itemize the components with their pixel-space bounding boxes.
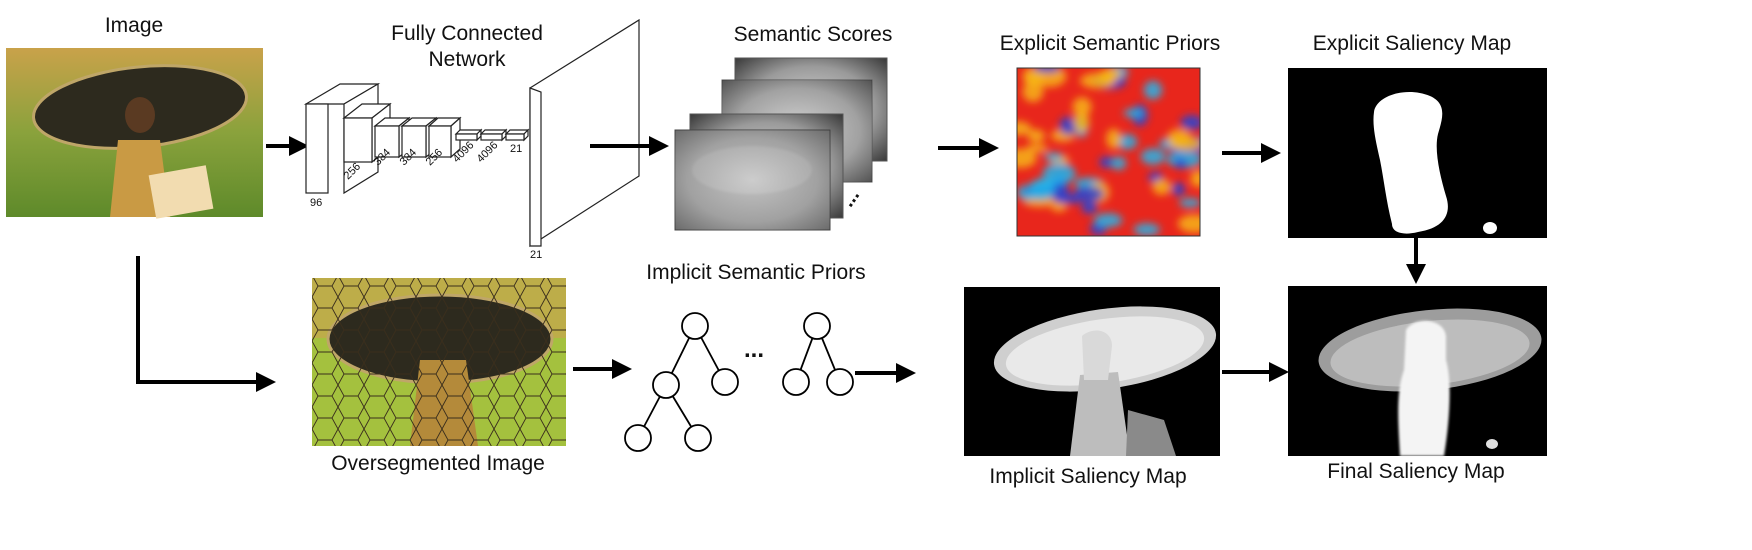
heat-blob bbox=[1042, 162, 1076, 185]
heat-blob bbox=[1043, 152, 1064, 161]
heat-blob bbox=[1180, 115, 1200, 131]
explicit-priors-heatmap bbox=[1016, 67, 1201, 237]
heat-blob bbox=[1143, 80, 1163, 100]
heat-blob bbox=[1179, 198, 1200, 208]
heat-blob bbox=[1028, 178, 1055, 201]
explicit-priors-title: Explicit Semantic Priors bbox=[999, 32, 1221, 55]
heat-blob bbox=[1033, 68, 1061, 73]
image-title: Image bbox=[104, 14, 164, 37]
heat-blob bbox=[1094, 213, 1123, 228]
heat-blob bbox=[1111, 156, 1127, 171]
heat-blob bbox=[1169, 136, 1200, 151]
explicit-saliency-map bbox=[1288, 68, 1547, 238]
heat-blob bbox=[1017, 121, 1032, 136]
heat-blob bbox=[1072, 97, 1092, 117]
heat-blob bbox=[1116, 134, 1138, 150]
oversegmented-title: Oversegmented Image bbox=[331, 452, 545, 475]
heat-blob bbox=[1123, 108, 1145, 118]
heat-blob bbox=[1027, 129, 1045, 143]
heat-blob bbox=[1025, 144, 1048, 153]
output-size-label: 21 bbox=[530, 249, 542, 261]
final-saliency-title: Final Saliency Map bbox=[1327, 460, 1505, 483]
trees-ellipsis: ... bbox=[744, 336, 765, 363]
heat-blob bbox=[1099, 156, 1115, 168]
fcn-title-line1: Fully Connected bbox=[391, 22, 543, 45]
implicit-priors-title: Implicit Semantic Priors bbox=[646, 261, 866, 284]
semantic-scores-title: Semantic Scores bbox=[733, 23, 893, 46]
layer-size-label: 96 bbox=[310, 197, 322, 209]
input-image bbox=[6, 48, 263, 219]
heat-blob bbox=[1073, 186, 1105, 202]
semantic-score-stack bbox=[674, 57, 888, 231]
network-blocks bbox=[303, 18, 640, 248]
heat-blob bbox=[1073, 111, 1090, 133]
heat-blob bbox=[1140, 148, 1166, 165]
final-saliency-map bbox=[1288, 286, 1547, 456]
oversegmented-image bbox=[312, 278, 566, 446]
heat-blob bbox=[1022, 81, 1044, 103]
heat-blob bbox=[1017, 148, 1037, 169]
heat-blob bbox=[1177, 214, 1200, 233]
heat-blob bbox=[1171, 182, 1186, 196]
heat-blob bbox=[1133, 223, 1161, 236]
heat-blob bbox=[1059, 116, 1077, 136]
heat-blob bbox=[1190, 169, 1200, 188]
tree-icon-large bbox=[624, 312, 739, 452]
heat-blob bbox=[1100, 68, 1122, 80]
heat-blob bbox=[1049, 181, 1070, 203]
heat-blob bbox=[1051, 203, 1068, 212]
implicit-saliency-map bbox=[964, 287, 1220, 456]
heat-blob bbox=[1081, 201, 1098, 214]
arrow-to-oversegmented bbox=[136, 256, 276, 392]
fcn-title-line2: Network bbox=[428, 48, 506, 71]
heat-blob bbox=[1173, 158, 1188, 169]
heat-blob bbox=[1106, 128, 1122, 150]
layer-size-label: 21 bbox=[510, 143, 522, 155]
layer-size-label: 4096 bbox=[475, 139, 501, 165]
tree-icon-small bbox=[782, 312, 854, 396]
implicit-saliency-title: Implicit Saliency Map bbox=[989, 465, 1187, 488]
heat-blob bbox=[1152, 178, 1171, 196]
explicit-saliency-title: Explicit Saliency Map bbox=[1312, 32, 1512, 55]
